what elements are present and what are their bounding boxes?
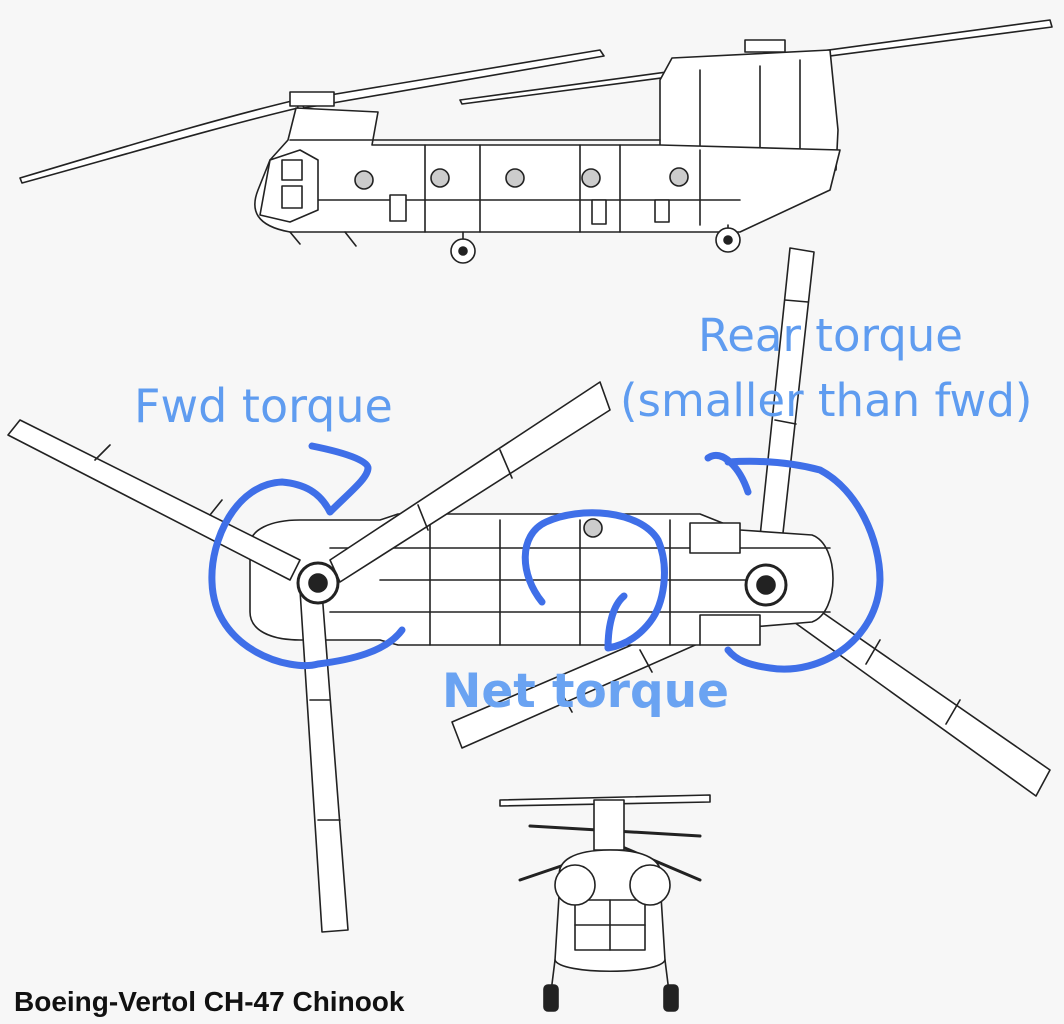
side-window [581,168,601,188]
side-fwd-rotor-head [289,91,335,107]
fwd-torque-arrow [208,442,406,670]
net-torque-arrow [521,509,668,652]
front-view [499,794,711,1012]
side-window [669,167,689,187]
side-fwd-rotor-blade [19,99,299,184]
side-window [505,168,525,188]
rear-torque-label: Rear torque [698,309,963,362]
diagram-caption: Boeing-Vertol CH-47 Chinook [14,986,405,1017]
torque-annotations [208,442,884,673]
top-aft-blade-right [779,589,1051,797]
rear-torque-note: (smaller than fwd) [620,374,1033,427]
front-right-wheel [663,984,679,1012]
top-view [7,247,1051,933]
fwd-torque-label: Fwd torque [134,379,393,433]
side-view [19,19,1053,264]
rear-torque-arrow [704,451,884,673]
net-torque-label: Net torque [442,664,729,719]
side-window [430,168,450,188]
top-fwd-blade-down [299,589,349,933]
front-left-wheel [543,984,559,1012]
top-fwd-blade-left [7,419,301,581]
side-window [354,170,374,190]
side-fwd-rotor-blade-right [299,49,605,109]
